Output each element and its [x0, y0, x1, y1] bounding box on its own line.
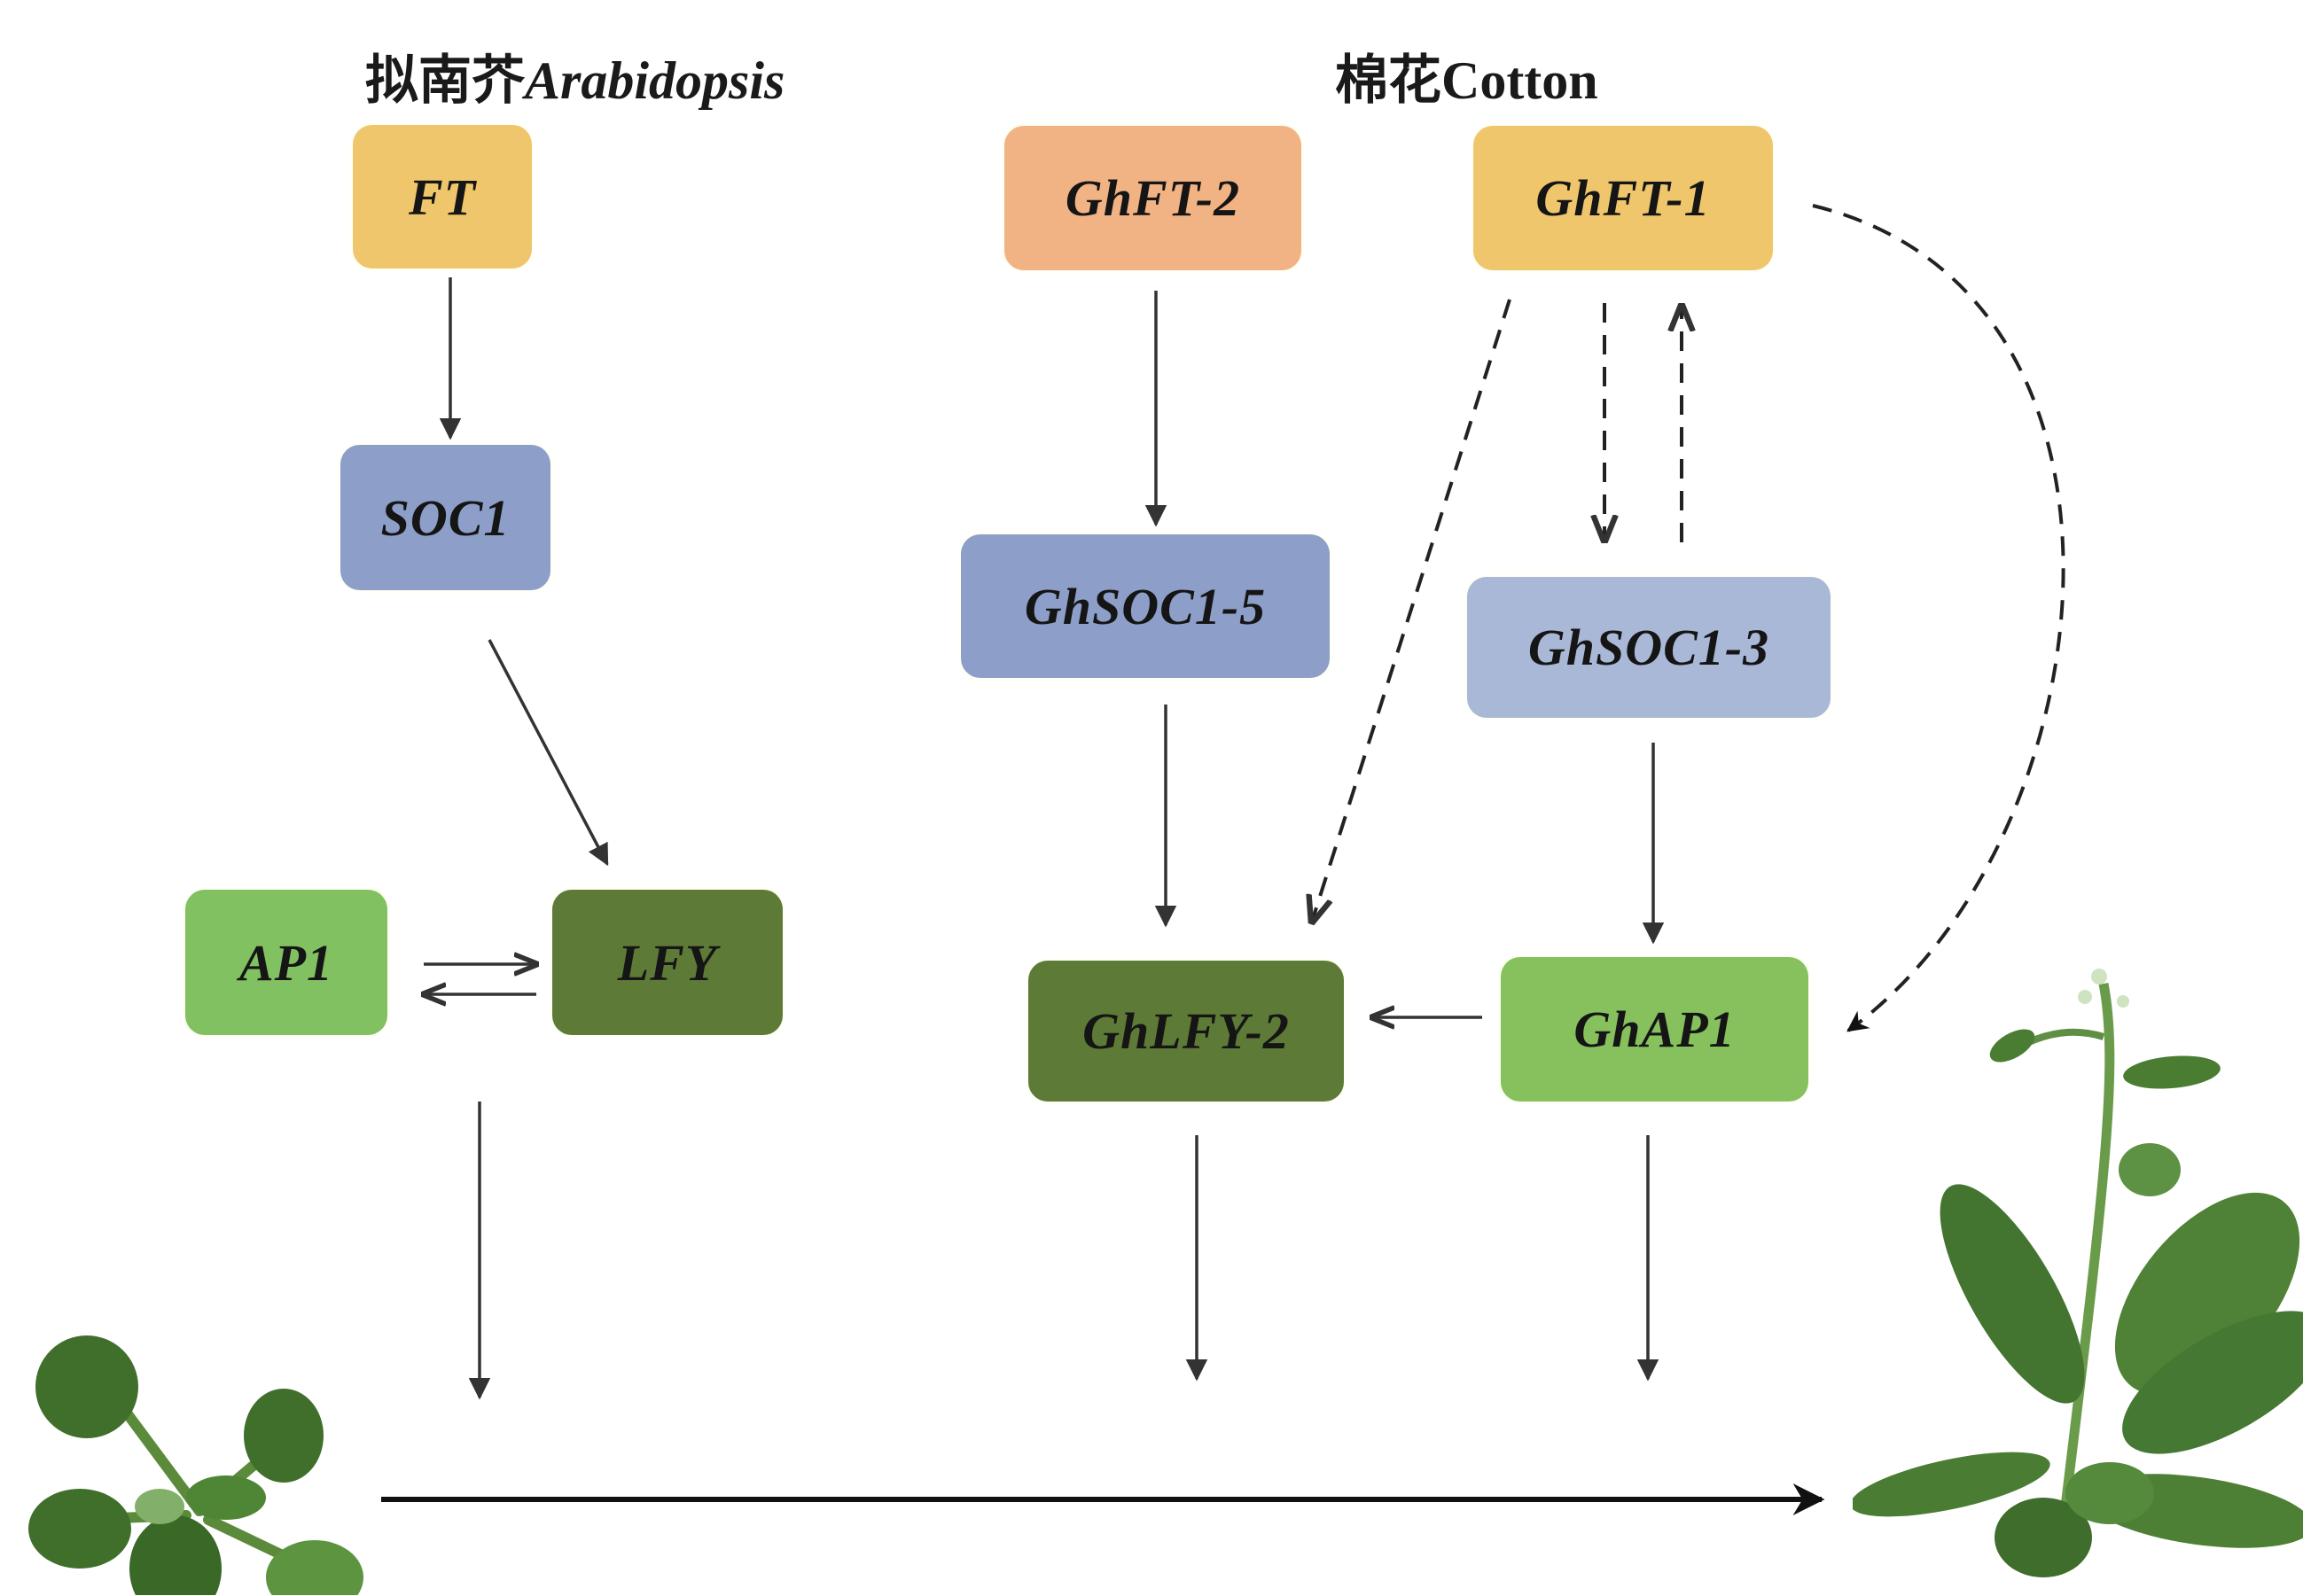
- node-soc1: SOC1: [340, 445, 550, 590]
- node-ghft2: GhFT-2: [1004, 126, 1301, 270]
- node-lfy-label: LFY: [617, 933, 718, 992]
- node-ft-label: FT: [408, 167, 477, 226]
- node-ghsoc15: GhSOC1-5: [961, 534, 1330, 678]
- node-ghsoc13: GhSOC1-3: [1467, 577, 1831, 718]
- arabidopsis-title-en: Arabidopsis: [525, 51, 785, 110]
- node-ghlfy2: GhLFY-2: [1028, 961, 1344, 1102]
- cotton-title-en: Cotton: [1441, 51, 1598, 110]
- arabidopsis-title: 拟南芥Arabidopsis: [365, 37, 785, 114]
- node-ghap1-label: GhAP1: [1573, 1000, 1736, 1058]
- node-ghft2-label: GhFT-2: [1065, 169, 1241, 227]
- flowering-plant-image: [1853, 969, 2303, 1577]
- node-ghsoc15-label: GhSOC1-5: [1024, 577, 1267, 635]
- vegetative-plant-image: [28, 1335, 363, 1595]
- edge-ghft1-ghap1-dashed: [1812, 204, 2065, 1032]
- cotton-title: 棉花Cotton: [1335, 37, 1598, 114]
- node-ft: FT: [353, 125, 532, 269]
- node-lfy: LFY: [552, 890, 783, 1035]
- node-soc1-label: SOC1: [380, 488, 511, 547]
- node-ghsoc13-label: GhSOC1-3: [1527, 619, 1770, 676]
- node-ghft1: GhFT-1: [1473, 126, 1773, 270]
- node-ghft1-label: GhFT-1: [1535, 169, 1711, 227]
- node-ap1: AP1: [185, 890, 387, 1035]
- edge-ghft1-ghlfy2-dashed: [1312, 299, 1511, 922]
- cotton-title-cn: 棉花: [1335, 51, 1441, 110]
- edge-soc1-lfy: [488, 639, 609, 867]
- node-ghap1: GhAP1: [1501, 957, 1808, 1102]
- arabidopsis-title-cn: 拟南芥: [365, 51, 525, 110]
- node-ap1-label: AP1: [238, 933, 334, 992]
- node-ghlfy2-label: GhLFY-2: [1082, 1002, 1290, 1060]
